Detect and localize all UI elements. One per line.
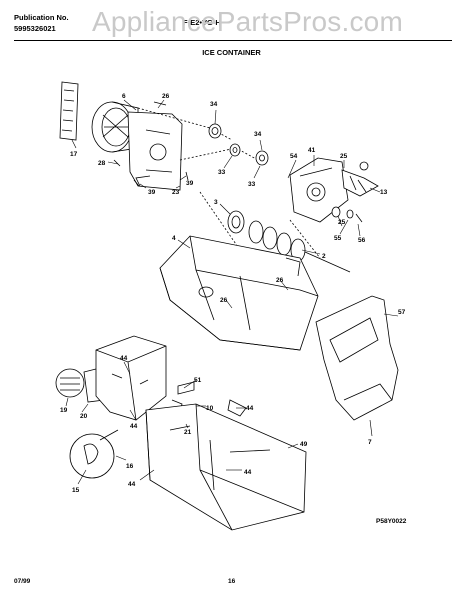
callout-leaders bbox=[65, 99, 399, 485]
part-bottom-tray-49 bbox=[145, 403, 307, 531]
callout-23: 23 bbox=[172, 189, 180, 196]
callout-57: 57 bbox=[398, 309, 406, 316]
part-mount-plate-23 bbox=[127, 111, 183, 191]
callout-44e: 44 bbox=[128, 481, 136, 488]
callout-44c: 44 bbox=[246, 405, 254, 412]
model-number: F•E2•VG-H bbox=[183, 18, 221, 27]
part-ring-3 bbox=[227, 210, 245, 234]
callout-56: 56 bbox=[358, 237, 366, 244]
callout-33: 33 bbox=[218, 169, 226, 176]
callout-34b: 34 bbox=[254, 131, 262, 138]
callout-3: 3 bbox=[214, 199, 218, 206]
part-front-door-7 bbox=[315, 295, 399, 421]
publication-label: Publication No. bbox=[14, 13, 69, 22]
callout-55: 55 bbox=[334, 235, 342, 242]
part-motor-housing bbox=[95, 335, 167, 421]
callout-44: 44 bbox=[120, 355, 128, 362]
callout-39: 39 bbox=[148, 189, 156, 196]
callout-26: 26 bbox=[162, 93, 170, 100]
callout-2: 2 bbox=[322, 253, 326, 260]
callout-26b: 26 bbox=[276, 277, 284, 284]
callout-28: 28 bbox=[98, 160, 106, 167]
publication-number: 5995326021 bbox=[14, 24, 56, 33]
part-cover-41 bbox=[289, 157, 349, 223]
callout-21: 21 bbox=[184, 429, 192, 436]
callout-19: 19 bbox=[60, 407, 68, 414]
callout-26c: 26 bbox=[220, 297, 228, 304]
section-title: ICE CONTAINER bbox=[202, 48, 261, 57]
header-rule bbox=[14, 40, 452, 41]
part-gears-33-34 bbox=[208, 123, 269, 166]
diagram-code: P58Y0022 bbox=[376, 518, 407, 525]
site-watermark: AppliancePartsPros.com bbox=[92, 6, 403, 37]
callout-4: 4 bbox=[172, 235, 176, 242]
callout-10: 10 bbox=[206, 405, 214, 412]
part-lamp-16 bbox=[69, 429, 119, 479]
screws-upper-left bbox=[113, 101, 189, 187]
callout-15: 15 bbox=[72, 487, 80, 494]
callout-labels: 6 26 17 28 39 23 39 34 33 34 33 54 41 25… bbox=[60, 93, 406, 494]
callout-49: 49 bbox=[300, 441, 308, 448]
part-washers-25-55-56 bbox=[331, 206, 363, 223]
callout-13: 13 bbox=[380, 189, 388, 196]
footer-date: 07/99 bbox=[14, 578, 31, 585]
part-bracket-13 bbox=[341, 161, 379, 197]
callout-39b: 39 bbox=[186, 180, 194, 187]
callout-41: 41 bbox=[308, 147, 316, 154]
callout-16: 16 bbox=[126, 463, 134, 470]
callout-17: 17 bbox=[70, 151, 78, 158]
callout-25b: 25 bbox=[338, 219, 346, 226]
callout-44b: 44 bbox=[130, 423, 138, 430]
callout-33b: 33 bbox=[248, 181, 256, 188]
callout-51: 51 bbox=[194, 377, 202, 384]
callout-20: 20 bbox=[80, 413, 88, 420]
part-ice-container-4 bbox=[159, 235, 319, 351]
callout-7: 7 bbox=[368, 439, 372, 446]
callout-25: 25 bbox=[340, 153, 348, 160]
footer-page-number: 16 bbox=[228, 578, 236, 585]
callout-44d: 44 bbox=[244, 469, 252, 476]
callout-34: 34 bbox=[210, 101, 218, 108]
part-strip-17 bbox=[59, 81, 79, 141]
callout-54: 54 bbox=[290, 153, 298, 160]
callout-6: 6 bbox=[122, 93, 126, 100]
